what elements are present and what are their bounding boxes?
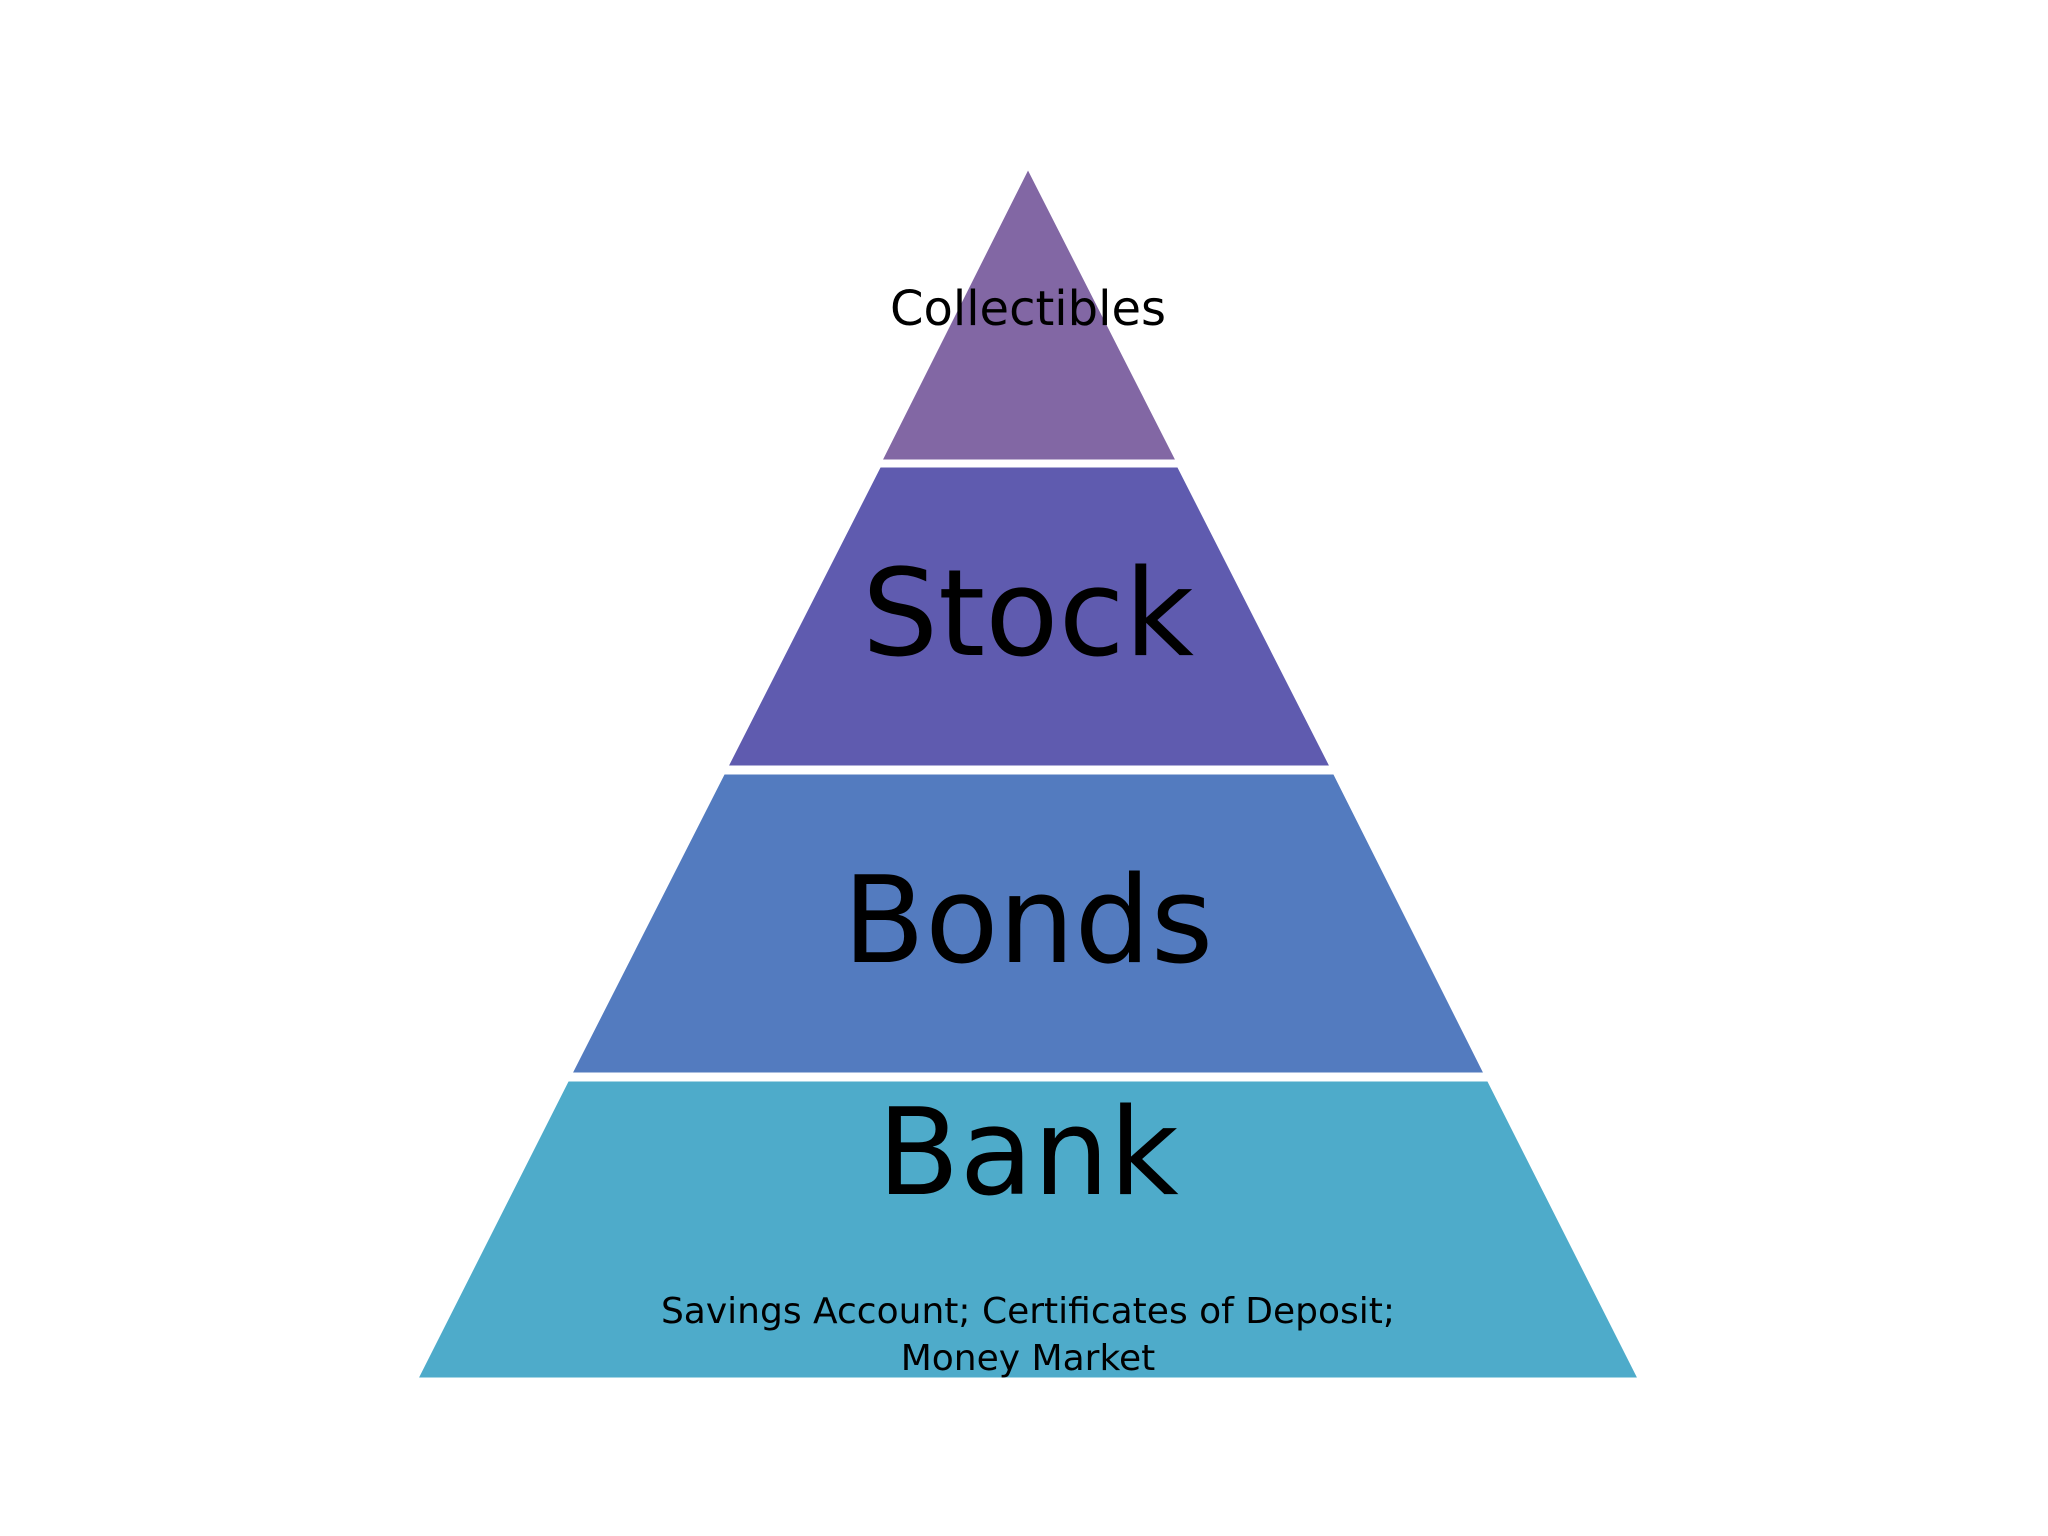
tier-collectibles-label: Collectibles xyxy=(890,281,1166,337)
tier-bank-sublabel-line-1: Savings Account; Certificates of Deposit… xyxy=(661,1291,1395,1332)
tier-stock-label: Stock xyxy=(862,545,1195,684)
tier-bank-shape xyxy=(410,1076,1646,1383)
tier-collectibles-shape xyxy=(874,159,1184,465)
tier-bonds-label: Bonds xyxy=(843,852,1214,991)
tier-stock-shape xyxy=(720,462,1338,771)
tier-bonds-shape xyxy=(564,769,1492,1078)
tier-bank-label: Bank xyxy=(877,1084,1179,1223)
tier-bank-sublabel-line-2: Money Market xyxy=(901,1338,1156,1379)
